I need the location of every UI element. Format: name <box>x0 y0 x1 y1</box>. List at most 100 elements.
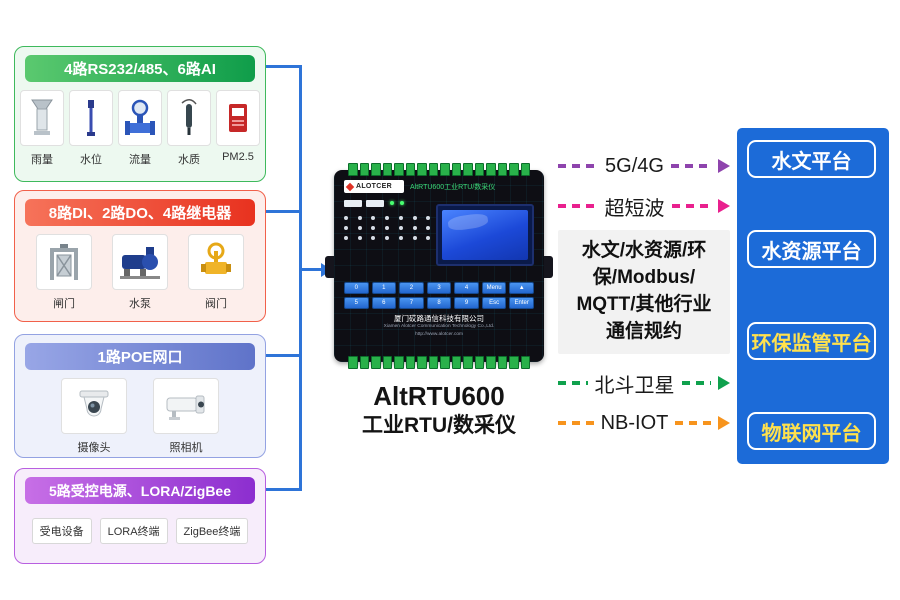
rtu-device: ALOTCER AltRTU600工业RTU/数采仪 0 1 2 3 4 Men… <box>325 163 553 369</box>
power-chip-row: 受电设备 LORA终端 ZigBee终端 <box>15 518 265 544</box>
flow-meter-icon <box>118 90 162 146</box>
connector-line-sensors <box>266 65 302 68</box>
arrowhead-uhf <box>718 199 730 213</box>
gate-label: 闸门 <box>53 298 75 310</box>
key-6: 6 <box>371 297 397 309</box>
protocol-line-2: 保/Modbus/ <box>592 267 696 289</box>
pm25-card: PM2.5 <box>216 90 260 163</box>
zigbee-terminal-chip: ZigBee终端 <box>175 518 249 544</box>
brand-name: ALOTCER <box>356 183 392 190</box>
link-5g4g-label: 5G/4G <box>605 154 664 177</box>
rain-gauge-card: 雨量 <box>20 90 64 167</box>
key-menu: Menu <box>481 282 507 294</box>
dash-left <box>558 164 599 168</box>
connector-line-poe <box>266 354 302 357</box>
flow-meter-label: 流量 <box>129 154 151 166</box>
connector-line-control <box>266 210 302 213</box>
link-uhf-label: 超短波 <box>604 197 665 220</box>
protocol-box: 水文/水资源/环 保/Modbus/ MQTT/其他行业 通信规约 <box>558 230 730 354</box>
pm25-sensor-icon <box>216 90 260 146</box>
device-company-en: Xiamen Alotcer Communication Technology … <box>383 323 495 329</box>
key-7: 7 <box>399 297 424 309</box>
run-led <box>400 201 404 205</box>
mounting-ear-right <box>544 256 553 278</box>
connector-trunk-vertical <box>299 65 302 491</box>
poe-title: 1路POE网口 <box>25 343 255 370</box>
platform-hydrology: 水文平台 <box>747 140 876 178</box>
link-uhf: 超短波 <box>558 195 730 220</box>
key-4: 4 <box>454 282 479 294</box>
key-9: 9 <box>454 297 479 309</box>
pm25-label: PM2.5 <box>222 151 254 163</box>
indicator-led-grid <box>344 216 432 240</box>
poe-icon-row: 摄像头 照相机 <box>15 378 265 455</box>
dash-right <box>670 164 712 168</box>
terminal-strip-bottom <box>348 356 530 369</box>
arrowhead-beidou <box>718 376 730 390</box>
arrowhead-5g4g <box>718 159 731 173</box>
power-lora-group: 5路受控电源、LORA/ZigBee 受电设备 LORA终端 ZigBee终端 <box>14 468 266 564</box>
device-keypad: 0 1 2 3 4 Menu ▲ 5 6 7 8 9 Esc Enter <box>344 282 534 309</box>
status-chip-2 <box>366 200 384 207</box>
protocol-line-3: MQTT/其他行业 <box>576 294 712 315</box>
status-chip-1 <box>344 200 362 207</box>
water-quality-card: 水质 <box>167 90 211 167</box>
link-5g4g: 5G/4G <box>558 154 731 177</box>
valve-icon <box>188 234 244 290</box>
rain-gauge-icon <box>20 90 64 146</box>
valve-card: 阀门 <box>188 234 244 311</box>
connector-line-device <box>299 268 322 271</box>
dash-left <box>558 381 588 385</box>
lora-terminal-chip: LORA终端 <box>99 518 168 544</box>
link-beidou: 北斗卫星 <box>558 372 730 397</box>
flow-meter-card: 流量 <box>118 90 162 167</box>
sensor-inputs-title: 4路RS232/485、6路AI <box>25 55 255 82</box>
link-nbiot-label: NB-IOT <box>600 411 669 434</box>
water-level-card: 水位 <box>69 90 113 167</box>
key-1: 1 <box>371 282 397 294</box>
valve-label: 阀门 <box>205 298 227 310</box>
key-enter: Enter <box>509 297 534 309</box>
key-esc: Esc <box>481 297 507 309</box>
dash-left <box>558 421 594 425</box>
key-2: 2 <box>399 282 424 294</box>
link-beidou-label: 北斗卫星 <box>594 374 675 397</box>
power-led <box>390 201 394 205</box>
pump-card: 水泵 <box>112 234 168 311</box>
device-caption-model: AltRTU600 <box>373 381 505 411</box>
sluice-gate-icon <box>36 234 92 290</box>
platform-panel: 水文平台 水资源平台 环保监管平台 物联网平台 <box>737 128 889 464</box>
brand-logo: ALOTCER <box>344 180 404 193</box>
dome-camera-icon <box>61 378 127 434</box>
platform-water-resources: 水资源平台 <box>747 230 876 268</box>
bullet-camera-card: 照相机 <box>153 378 219 455</box>
device-model-banner: AltRTU600工业RTU/数采仪 <box>410 184 496 191</box>
water-level-label: 水位 <box>80 154 102 166</box>
dash-right <box>675 421 711 425</box>
dome-camera-card: 摄像头 <box>61 378 127 455</box>
protocol-line-1: 水文/水资源/环 <box>581 240 707 262</box>
water-pump-icon <box>112 234 168 290</box>
arrowhead-nbiot <box>718 416 730 430</box>
lcd-glare <box>447 212 489 232</box>
key-5: 5 <box>344 297 369 309</box>
link-nbiot: NB-IOT <box>558 412 730 434</box>
sensor-icon-row: 雨量 水位 流量 水质 <box>15 90 265 167</box>
water-quality-label: 水质 <box>178 154 200 166</box>
key-0: 0 <box>344 282 369 294</box>
poe-group: 1路POE网口 摄像头 照相机 <box>14 334 266 458</box>
dome-camera-label: 摄像头 <box>77 442 111 454</box>
device-caption-type: 工业RTU/数采仪 <box>362 413 516 437</box>
powered-device-chip: 受电设备 <box>31 518 92 544</box>
dash-right <box>671 204 711 208</box>
key-3: 3 <box>426 282 452 294</box>
control-io-title: 8路DI、2路DO、4路继电器 <box>25 199 255 226</box>
platform-iot: 物联网平台 <box>747 412 876 450</box>
mounting-ear-left <box>325 256 334 278</box>
control-io-group: 8路DI、2路DO、4路继电器 闸门 水泵 阀门 <box>14 190 266 322</box>
device-caption: AltRTU600 工业RTU/数采仪 <box>324 380 554 439</box>
dash-left <box>558 204 598 208</box>
terminal-strip-top <box>348 163 530 176</box>
bullet-camera-icon <box>153 378 219 434</box>
